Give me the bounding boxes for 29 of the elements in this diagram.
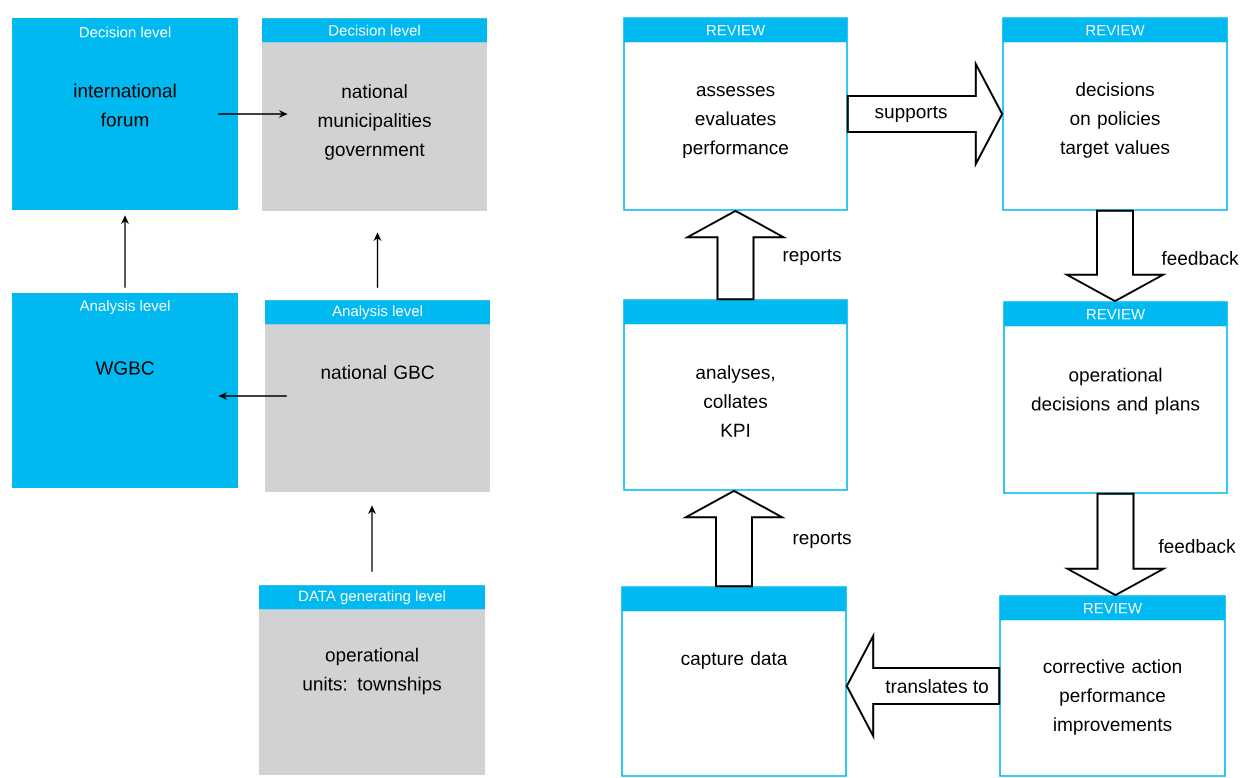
box-text: national GBC [321,365,434,379]
box-text: decisions on policies target values [1060,82,1170,158]
box-text: assesses evaluates performance [683,85,788,159]
box-text: international forum [74,83,176,127]
block-arrow [683,209,788,301]
edge-label: translates to [884,678,990,694]
header-band: REVIEW [1003,18,1227,43]
box-text: operational units: townships [303,647,441,695]
box-text: capture data [681,651,788,669]
header-band: DATA generating level [259,585,485,610]
box-text: operational decisions and plans [1031,367,1200,415]
edge-label: reports [781,247,843,267]
box-text: WGBC [95,361,154,375]
box-text: national municipalities government [318,84,431,160]
box-heading: Decision level [79,26,171,38]
header-band: Analysis level [265,300,490,325]
edge-label: feedback [1157,538,1237,554]
block-arrow [682,489,786,588]
block-arrow [1063,492,1168,597]
header-band: Decision level [262,18,487,43]
block-arrow [1063,209,1167,303]
header-band: REVIEW [1000,596,1225,621]
box-text: analyses, collates KPI [696,365,774,437]
header-band: REVIEW [1004,302,1227,327]
header-band: REVIEW [624,18,847,43]
box-text: corrective action performance improvements [1043,659,1181,735]
edge-label: feedback [1160,250,1240,266]
box-heading: Analysis level [79,300,170,314]
edge-label: reports [791,530,853,550]
